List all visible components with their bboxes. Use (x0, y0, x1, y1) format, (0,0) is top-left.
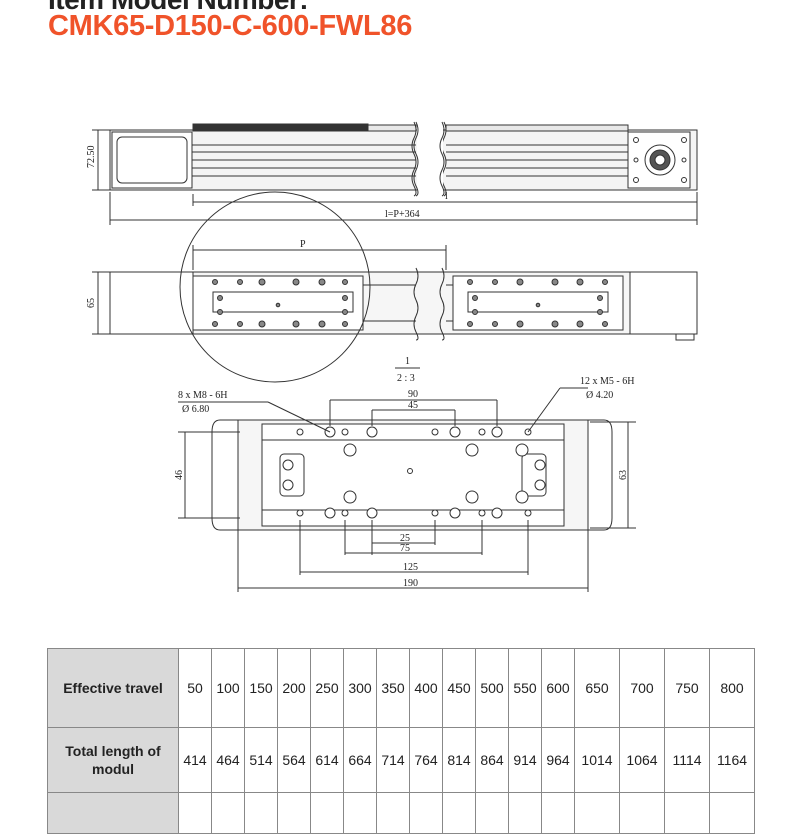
table-cell: 200 (277, 648, 311, 728)
table-cell: 1014 (574, 727, 620, 793)
table-row (47, 792, 755, 834)
detail-view (178, 387, 636, 592)
table-cell: 1164 (709, 727, 755, 793)
table-cell (376, 792, 410, 834)
table-cell: 400 (409, 648, 443, 728)
table-row: Effective travel 50 100 150 200 250 300 … (47, 648, 755, 728)
m5-dia: Ø 4.20 (586, 390, 613, 401)
table-cell (343, 792, 377, 834)
table-cell: 864 (475, 727, 509, 793)
table-row: Total length of modul 414 464 514 564 61… (47, 727, 755, 793)
table-cell: 150 (244, 648, 278, 728)
dim-45: 45 (408, 400, 418, 411)
table-cell (211, 792, 245, 834)
table-cell (709, 792, 755, 834)
dim-72-50: 72.50 (86, 146, 97, 169)
table-cell (541, 792, 575, 834)
table-cell: 300 (343, 648, 377, 728)
table-cell (310, 792, 344, 834)
table-cell (574, 792, 620, 834)
top-view (92, 120, 698, 225)
table-cell: 750 (664, 648, 710, 728)
table-cell: 614 (310, 727, 344, 793)
dim-75: 75 (400, 543, 410, 554)
table-cell (508, 792, 542, 834)
table-cell (442, 792, 476, 834)
scale-den: 2 : 3 (397, 373, 415, 384)
table-cell: 700 (619, 648, 665, 728)
table-cell: 500 (475, 648, 509, 728)
table-cell: 600 (541, 648, 575, 728)
m8-dia: Ø 6.80 (182, 404, 209, 415)
dim-l: l (445, 191, 448, 202)
table-cell: 914 (508, 727, 542, 793)
table-cell: 550 (508, 648, 542, 728)
table-cell: 414 (178, 727, 212, 793)
table-cell: 350 (376, 648, 410, 728)
table-cell: 564 (277, 727, 311, 793)
table-cell (178, 792, 212, 834)
model-number: CMK65-D150-C-600-FWL86 (48, 10, 413, 42)
item-model-label: Item Model Number: (48, 0, 309, 16)
table-cell: 100 (211, 648, 245, 728)
row-header: Effective travel (47, 648, 179, 728)
table-cell: 514 (244, 727, 278, 793)
table-cell: 1064 (619, 727, 665, 793)
table-cell: 714 (376, 727, 410, 793)
dim-65: 65 (86, 298, 97, 308)
table-cell (409, 792, 443, 834)
table-cell: 800 (709, 648, 755, 728)
table-cell: 50 (178, 648, 212, 728)
table-cell (475, 792, 509, 834)
dim-p: P (300, 239, 306, 250)
table-cell: 1114 (664, 727, 710, 793)
detail-circle (179, 191, 371, 383)
table-cell: 250 (310, 648, 344, 728)
scale-num: 1 (405, 356, 410, 367)
table-cell: 464 (211, 727, 245, 793)
technical-drawing: 72.50 l l=P+364 P 65 1 2 : 3 8 x M8 - 6H… (86, 120, 698, 592)
end-cap-left-detail (211, 419, 239, 531)
table-cell: 814 (442, 727, 476, 793)
carriage-strip (192, 123, 369, 132)
dim-90: 90 (408, 389, 418, 400)
table-cell (619, 792, 665, 834)
dim-63: 63 (618, 470, 629, 480)
table-cell: 650 (574, 648, 620, 728)
dim-190: 190 (403, 578, 418, 589)
table-cell: 664 (343, 727, 377, 793)
row-header (47, 792, 179, 834)
dim-46: 46 (174, 470, 185, 480)
dim-25: 25 (400, 533, 410, 544)
row-header: Total length of modul (47, 727, 179, 793)
dim-125: 125 (403, 562, 418, 573)
table-cell: 964 (541, 727, 575, 793)
m5-spec: 12 x M5 - 6H (580, 376, 634, 387)
table-cell (664, 792, 710, 834)
side-view (92, 191, 698, 383)
spec-table: Effective travel 50 100 150 200 250 300 … (47, 648, 755, 834)
table-cell (277, 792, 311, 834)
table-cell: 450 (442, 648, 476, 728)
table-cell (244, 792, 278, 834)
m8-spec: 8 x M8 - 6H (178, 390, 227, 401)
table-cell: 764 (409, 727, 443, 793)
end-cap-right-detail (587, 419, 613, 531)
dim-l-total: l=P+364 (385, 209, 420, 220)
